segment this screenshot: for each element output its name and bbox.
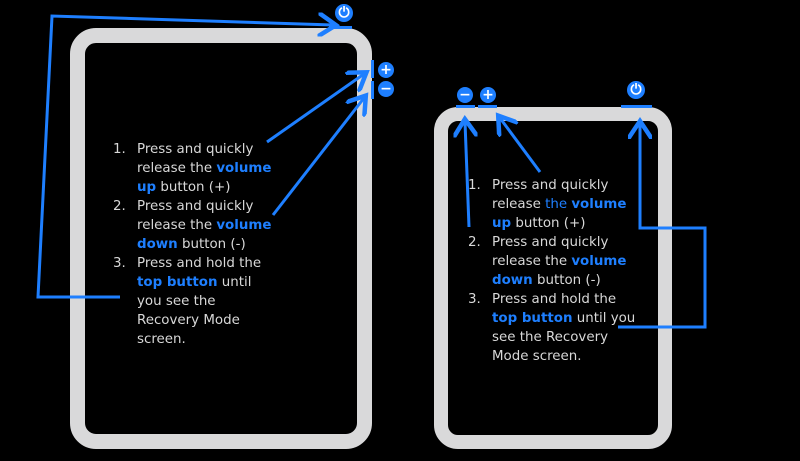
step-number: 2. [113, 199, 126, 214]
instruction-step: 3. Press and hold the top button until yo… [468, 290, 638, 366]
top-button-pointer-large [36, 16, 333, 299]
step-highlight: volume up [137, 161, 272, 195]
step-highlight: volume up [492, 197, 627, 231]
step-number: 2. [468, 235, 481, 250]
plus-icon: + [480, 87, 496, 103]
power-icon: ⏻ [627, 81, 645, 99]
volume-down-pointer-small [465, 122, 469, 228]
step-text: button (-) [532, 273, 601, 288]
instructions-large: 1. Press and quickly release the volume u… [113, 140, 278, 349]
volume-down-button-large [371, 81, 374, 99]
volume-up-button-small [478, 105, 497, 108]
step-highlight-light: the [545, 197, 572, 212]
volume-down-pointer-large [271, 98, 364, 216]
top-button-small [621, 105, 652, 108]
step-text: until you see the Recovery Mode screen. [137, 275, 252, 347]
minus-icon: − [378, 81, 394, 97]
instruction-step: 1. Press and quickly release the volume u… [468, 176, 638, 233]
step-text: until you see the Recovery Mode screen. [492, 311, 636, 364]
instructions-small: 1. Press and quickly release the volume u… [468, 176, 638, 366]
step-text: Press and quickly release [492, 178, 609, 212]
camera-dot [218, 47, 222, 51]
step-highlight: volume down [492, 254, 627, 288]
step-highlight: top button [492, 311, 573, 326]
step-number: 3. [468, 292, 481, 307]
volume-up-button-large [371, 60, 374, 78]
step-text: Press and hold the [492, 292, 617, 307]
top-button-pointer-small [618, 124, 707, 329]
step-text: button (+) [511, 216, 586, 231]
step-highlight: volume down [137, 218, 272, 252]
instruction-step: 3. Press and hold the top button until yo… [113, 254, 278, 349]
instruction-step: 2. Press and quickly release the volume d… [113, 197, 278, 254]
instruction-step: 2. Press and quickly release the volume d… [468, 233, 638, 290]
plus-icon: + [378, 62, 394, 78]
instruction-step: 1. Press and quickly release the volume u… [113, 140, 278, 197]
step-text: button (-) [177, 237, 246, 252]
step-highlight: top button [137, 275, 218, 290]
tablet-large-frame [70, 28, 372, 449]
volume-up-pointer-small [500, 118, 542, 173]
step-text: Press and hold the [137, 256, 262, 271]
step-text: Press and quickly release the [492, 235, 609, 269]
top-button-large [329, 26, 352, 29]
volume-up-pointer-large [266, 74, 364, 144]
step-number: 1. [113, 142, 126, 157]
volume-down-button-small [456, 105, 475, 108]
step-number: 1. [468, 178, 481, 193]
step-text: Press and quickly release the [137, 142, 254, 176]
tablet-small-frame [434, 107, 672, 449]
step-text: Press and quickly release the [137, 199, 254, 233]
minus-icon: − [457, 87, 473, 103]
step-number: 3. [113, 256, 126, 271]
step-text: button (+) [156, 180, 231, 195]
